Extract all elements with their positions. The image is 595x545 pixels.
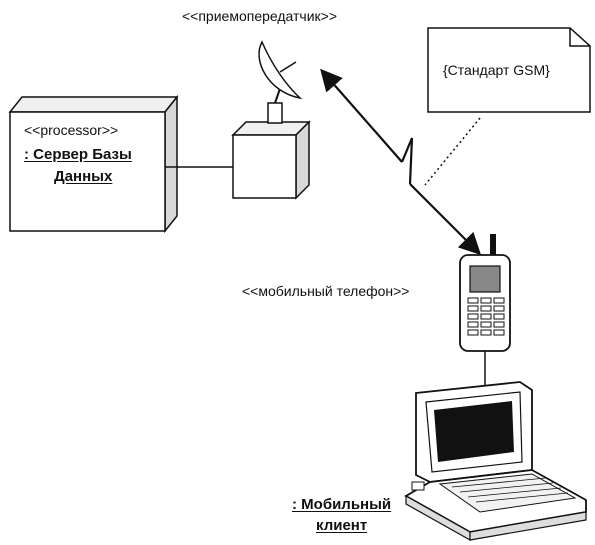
satellite-dish-icon: [258, 40, 303, 124]
client-name-line1: : Мобильный: [292, 496, 392, 513]
transceiver-stereotype: <<приемопередатчик>>: [182, 8, 338, 24]
server-name-line2: Данных: [54, 168, 113, 185]
wireless-link: [320, 68, 482, 256]
client-name-line2: клиент: [316, 517, 368, 534]
server-name-line1: : Сервер Базы: [24, 146, 132, 163]
server-stereotype: <<processor>>: [24, 122, 119, 138]
note-box: [427, 27, 591, 113]
server-node: [8, 94, 179, 234]
note-anchor-line: [424, 117, 481, 186]
transceiver-box: [231, 120, 311, 200]
phone-stereotype: <<мобильный телефон>>: [242, 283, 410, 299]
laptop-icon: [404, 381, 587, 542]
mobile-phone-icon: [459, 234, 511, 352]
note-text: {Стандарт GSM}: [443, 62, 550, 78]
